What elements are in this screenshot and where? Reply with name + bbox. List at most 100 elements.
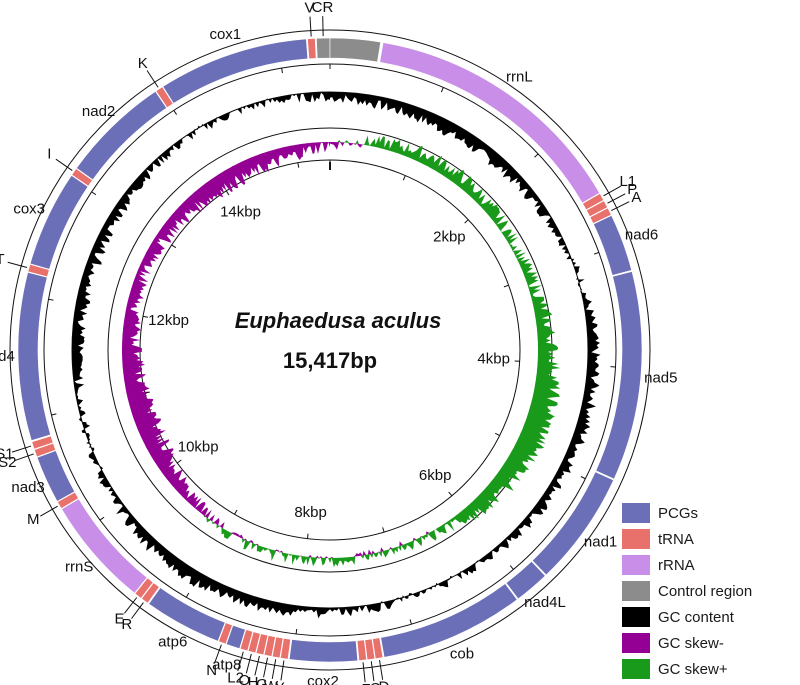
label-e: E: [114, 611, 124, 628]
label-l1: L1: [620, 173, 637, 190]
inner-scale-tick: [503, 284, 509, 288]
label-d: D: [378, 679, 389, 685]
label-r: R: [121, 616, 132, 633]
scale-tick: [48, 298, 54, 301]
feature-s2: [33, 442, 57, 458]
kbp-label-8kbp: 8kbp: [294, 504, 327, 521]
scale-ticks: [48, 64, 616, 635]
feature-nad4: [17, 271, 51, 441]
label-leader: [611, 201, 630, 211]
feature-cox3: [29, 174, 89, 270]
legend-label: GC skew+: [658, 660, 728, 678]
label-q: Q: [238, 672, 250, 685]
feature-nad6: [593, 215, 633, 276]
feature-k: [155, 86, 174, 109]
feature-cox1: [162, 38, 309, 104]
scale-tick: [409, 619, 412, 625]
label-leader: [362, 662, 366, 683]
inner-scale-tick: [142, 315, 149, 318]
label-cox2: cox2: [307, 673, 339, 685]
label-atp6: atp6: [158, 633, 187, 650]
label-leader: [131, 602, 144, 619]
feature-w: [271, 636, 284, 659]
label-leader: [280, 660, 285, 681]
inner-scale-tick: [464, 219, 469, 224]
inner-scale-tick: [448, 491, 453, 497]
label-cox3: cox3: [13, 200, 45, 217]
label-c: C: [370, 680, 381, 685]
label-leader: [603, 185, 622, 197]
legend-swatch: [622, 633, 650, 653]
inner-scale-tick: [494, 432, 500, 436]
label-leader: [245, 653, 252, 674]
scale-tick: [440, 87, 444, 93]
legend-label: GC skew-: [658, 634, 724, 652]
feature-v: [307, 38, 317, 60]
legend-swatch: [622, 581, 650, 601]
label-leader: [55, 158, 73, 172]
feature-l2: [239, 629, 254, 652]
label-m: M: [27, 511, 40, 528]
label-leader: [146, 70, 159, 88]
species-name: Euphaedusa aculus: [235, 308, 442, 333]
label-nad5: nad5: [644, 369, 677, 386]
feature-labels: VCRrrnLL1PAnad6nad5nad1nad4LcobDCFcox2YW…: [0, 0, 677, 685]
label-i: I: [47, 146, 51, 163]
label-y: Y: [275, 679, 285, 685]
label-leader: [309, 16, 312, 37]
scale-tick: [281, 68, 283, 74]
feature-nad2: [76, 90, 168, 181]
label-l2: L2: [227, 670, 244, 685]
feature-cr: [316, 37, 331, 59]
feature-nad4l: [505, 560, 546, 600]
feature-s1: [31, 435, 54, 450]
label-t: T: [0, 251, 5, 268]
feature-n: [218, 622, 233, 645]
label-leader: [11, 445, 32, 453]
legend-label: GC content: [658, 608, 734, 626]
feature-atp6: [148, 587, 226, 642]
feature-q: [247, 631, 261, 654]
scale-tick: [51, 413, 57, 416]
label-cox1: cox1: [209, 26, 241, 43]
feature-atp8: [225, 625, 246, 649]
legend-swatch: [622, 555, 650, 575]
feature-i: [71, 168, 93, 187]
legend-swatch: [622, 503, 650, 523]
label-f: F: [361, 681, 370, 685]
feature-g: [263, 635, 276, 657]
kbp-label-14kbp: 14kbp: [220, 204, 261, 221]
label-a: A: [631, 189, 641, 206]
label-n: N: [206, 662, 217, 679]
label-s2: S2: [0, 454, 16, 471]
label-w: W: [264, 678, 279, 685]
inner-scale-tick: [234, 509, 238, 515]
inner-scale-tick: [144, 391, 150, 394]
feature-e: [134, 577, 154, 599]
label-nad4: nad4: [0, 348, 15, 365]
kbp-label-12kbp: 12kbp: [148, 312, 189, 329]
label-leader: [254, 655, 260, 676]
label-leader: [14, 453, 34, 462]
feature-track: [17, 37, 643, 663]
feature-nad1: [531, 471, 614, 576]
label-leader: [607, 193, 626, 204]
scale-tick: [534, 153, 539, 158]
feature-l1: [582, 193, 605, 211]
feature-a: [589, 207, 612, 224]
kbp-label-6kbp: 6kbp: [419, 467, 452, 484]
label-leader: [40, 505, 58, 517]
inner-scale-tick: [382, 527, 385, 533]
legend-label: rRNA: [658, 556, 695, 574]
label-v: V: [304, 0, 314, 17]
scale-tick: [185, 592, 190, 598]
label-h: H: [248, 674, 259, 685]
label-leader: [237, 651, 244, 672]
label-rrnl: rrnL: [506, 68, 533, 85]
label-nad4l: nad4L: [524, 594, 566, 611]
feature-p: [585, 200, 608, 217]
legend-swatch: [622, 659, 650, 679]
